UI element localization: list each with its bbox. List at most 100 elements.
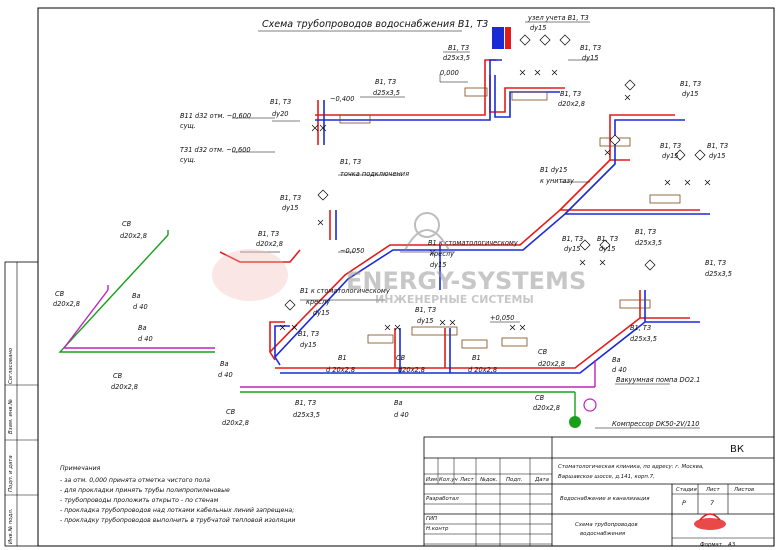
- tb-list-val: 7: [710, 499, 714, 507]
- label-d20-p: d20x2,8: [256, 240, 283, 248]
- label-b1t3-o: В1, Т3: [280, 194, 301, 202]
- label-va-d: Ва: [394, 399, 403, 407]
- label-b1t3-i: В1, Т3: [707, 142, 728, 150]
- label-b1t3-p: В1, Т3: [258, 230, 279, 238]
- label-d20-svb: d20x2,8: [53, 300, 80, 308]
- label-d20-sva: d20x2,8: [120, 232, 147, 240]
- label-d20-svc: d20x2,8: [111, 383, 138, 391]
- tb-col-data: Дата: [534, 477, 549, 483]
- label-t31: Т31 d32 отм. ~0,600: [180, 146, 251, 154]
- pipes-sewer-sv: [58, 230, 576, 420]
- label-b1t3-n: В1, Т3: [630, 324, 651, 332]
- label-elev-000: 0,000: [440, 69, 459, 77]
- label-vakuum: Вакуумная помпа DO2.1: [616, 376, 700, 384]
- label-d40-d: d 40: [394, 411, 409, 419]
- label-b1-dy15: В1 dy15: [540, 166, 567, 174]
- label-b1t3-k: В1, Т3: [705, 259, 726, 267]
- pipes-vent-ba: [62, 285, 596, 388]
- tb-razrab: Разработал: [426, 496, 459, 502]
- label-uzel-ucheta: узел учета В1, Т3: [527, 14, 589, 22]
- label-kreslu-b: креслу: [430, 250, 454, 258]
- label-b1t3-j: В1, Т3: [635, 228, 656, 236]
- title-block: [423, 436, 775, 547]
- tb-format-val: А3: [727, 542, 736, 548]
- stamp-soglasovano: Согласовано: [8, 347, 14, 384]
- label-b11: В11 d32 отм. ~0,600: [180, 112, 251, 120]
- leader-lines: [232, 21, 700, 429]
- label-d40-b: d 40: [138, 335, 153, 343]
- label-va-a: Ва: [132, 292, 141, 300]
- label-b1d20-b: d 20x2,8: [468, 366, 497, 374]
- notes-item-3: - трубопроводы проложить открыто - по ст…: [60, 496, 219, 504]
- helmet-wrench-icon: [400, 212, 455, 253]
- label-d25-j: d25x3,5: [635, 239, 662, 247]
- tb-drawing-2: водоснабжения: [580, 531, 626, 537]
- label-d25-e: d25x3,5: [373, 89, 400, 97]
- valves: [279, 69, 711, 331]
- label-b1-k-stom-a: В1 к стоматологическому: [300, 287, 390, 295]
- label-b1-b: В1: [472, 354, 481, 362]
- label-sv-f: СВ: [538, 348, 548, 356]
- stamp-podp: Подп. и дата: [8, 455, 14, 492]
- faucet-icons: [284, 34, 706, 311]
- label-b1t3-g: В1, Т3: [340, 158, 361, 166]
- label-elev-0050: +0,050: [490, 314, 514, 322]
- left-stamp: Согласовано Взам. инв.№ Подп. и дата Инв…: [4, 261, 39, 547]
- tb-drawing-1: Схема трубопроводов: [575, 522, 638, 528]
- company-logo-icon: [694, 513, 726, 530]
- tb-list: Лист: [705, 487, 721, 493]
- label-dy15-i: dy15: [709, 152, 725, 160]
- tb-nkontr: Н.контр: [426, 526, 449, 532]
- label-dy15-h: dy15: [662, 152, 678, 160]
- label-b1t3-s: В1, Т3: [295, 399, 316, 407]
- label-b1-k-stom-b: В1 к стоматологическому: [428, 239, 518, 247]
- label-dy15-kb: dy15: [430, 261, 446, 269]
- tb-col-koluch: Кол.уч: [439, 477, 458, 483]
- label-d40-c: d 40: [218, 371, 233, 379]
- label-b1t3-d: В1, Т3: [680, 80, 701, 88]
- tb-gip: ГИП: [426, 516, 437, 522]
- tb-col-izm: Изм.: [426, 477, 439, 483]
- tb-stadiya: Стадия: [676, 487, 697, 493]
- label-dy15-m: dy15: [599, 245, 615, 253]
- label-b1t3-h: В1, Т3: [660, 142, 681, 150]
- label-d25-a: d25x3,5: [443, 54, 470, 62]
- label-dy15-ka: dy15: [313, 309, 329, 317]
- label-d20-c: d20x2,8: [558, 100, 585, 108]
- floor-hatches: [339, 87, 681, 349]
- tb-col-ndok: №док.: [479, 477, 498, 483]
- label-sush-a: сущ.: [180, 122, 196, 130]
- label-kreslu-a: креслу: [306, 298, 330, 306]
- tb-address-2: Варшавское шоссе, д.141, корп.7,: [558, 474, 655, 480]
- notes-item-5: - прокладку трубопроводов выполнить в тр…: [60, 516, 295, 524]
- watermark-glow: [212, 249, 288, 301]
- tb-address-1: Стоматологическая клиника, по адресу: г.…: [558, 464, 704, 470]
- watermark-sub: ИНЖЕНЕРНЫЕ СИСТЕМЫ: [375, 293, 534, 306]
- label-d20-svg: d20x2,8: [533, 404, 560, 412]
- label-d20-svf: d20x2,8: [538, 360, 565, 368]
- tb-format: Формат: [700, 542, 723, 548]
- label-b1d20-a: d 20x2,8: [326, 366, 355, 374]
- label-sv-d: СВ: [226, 408, 236, 416]
- label-b1t3-f: В1, Т3: [270, 98, 291, 106]
- label-va-c: Ва: [220, 360, 229, 368]
- label-sv-a: СВ: [122, 220, 132, 228]
- label-dy15-d: dy15: [682, 90, 698, 98]
- label-d40-a: d 40: [133, 303, 148, 311]
- label-va-b: Ва: [138, 324, 147, 332]
- compressor-icon: [569, 416, 581, 428]
- label-sush-b: сущ.: [180, 156, 196, 164]
- label-d25-n: d25x3,5: [630, 335, 657, 343]
- tb-listov: Листов: [733, 487, 754, 493]
- tb-code: ВК: [730, 444, 744, 455]
- label-sv-c: СВ: [113, 372, 123, 380]
- label-d40-e: d 40: [612, 366, 627, 374]
- label-dy15-q: dy15: [300, 341, 316, 349]
- meter-unit-icon: [492, 27, 504, 49]
- label-d20-svd: d20x2,8: [222, 419, 249, 427]
- label-kompressor: Компрессор DK50-2V/110: [612, 420, 700, 428]
- label-b1t3-r: В1, Т3: [415, 306, 436, 314]
- watermark-main: ENERGY-SYSTEMS: [346, 267, 586, 295]
- tb-section: Водоснабжение и канализация: [560, 496, 650, 502]
